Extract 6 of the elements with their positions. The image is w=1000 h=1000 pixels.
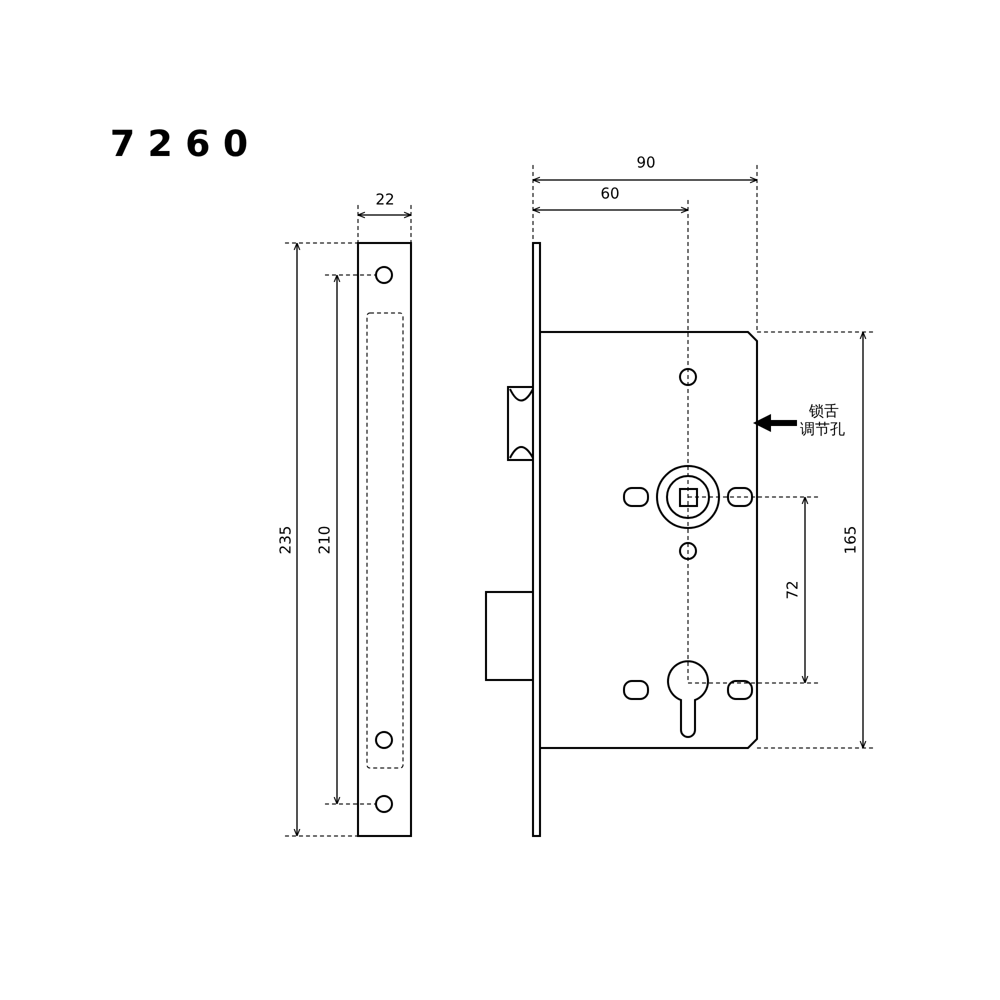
lock-body (540, 332, 757, 748)
dimension-label: 210 (318, 524, 332, 556)
callout-text: 锁舌调节孔 (800, 402, 846, 438)
arrow (753, 414, 797, 432)
dimension-label: 90 (634, 156, 658, 170)
model-number-title: 7260 (110, 123, 261, 167)
